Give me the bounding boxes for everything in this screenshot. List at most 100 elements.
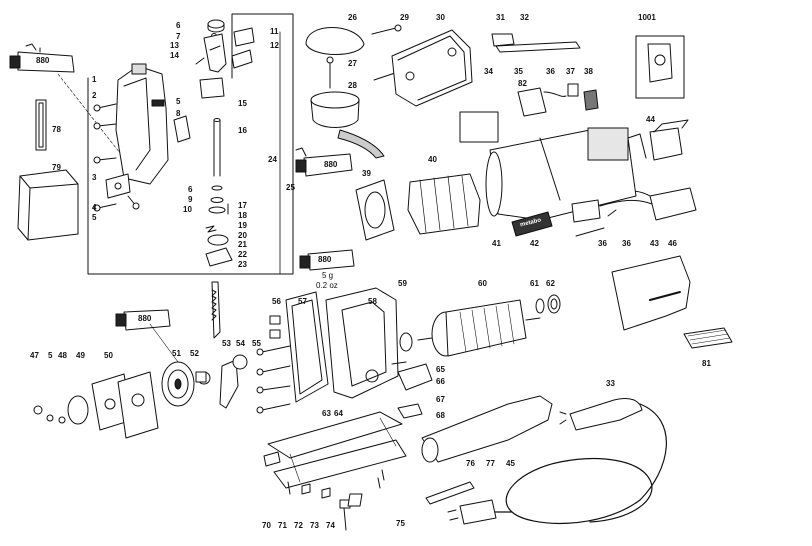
part-26-cap xyxy=(305,27,365,55)
part-59-bearing xyxy=(399,332,413,352)
part-6-nut xyxy=(207,19,225,29)
part-62-bearing xyxy=(547,294,561,314)
assembly-frame-outline xyxy=(87,13,294,275)
part-label-71: 71 xyxy=(278,521,287,530)
grease-tube-upper-left xyxy=(9,43,75,73)
part-36-switch-lower xyxy=(571,199,601,223)
part-label-22: 22 xyxy=(238,250,247,259)
part-51-gear xyxy=(161,361,195,407)
part-label-67: 67 xyxy=(436,395,445,404)
part-label-20: 20 xyxy=(238,231,247,240)
leader-gear-grease xyxy=(149,323,179,363)
part-6-washer xyxy=(211,185,223,191)
part-label-31: 31 xyxy=(496,13,505,22)
part-3-bracket xyxy=(105,173,131,199)
plug xyxy=(459,499,497,525)
part-label-41: 41 xyxy=(492,239,501,248)
part-30-shell xyxy=(391,29,473,107)
grease-quantity-grams: 5 g xyxy=(322,271,334,280)
part-label-11: 11 xyxy=(270,27,279,36)
part-label-56: 56 xyxy=(272,297,281,306)
part-label-36-top: 36 xyxy=(546,67,555,76)
part-9-ring xyxy=(210,197,224,203)
part-20-spring xyxy=(205,225,217,233)
part-77-adaptor xyxy=(421,395,553,463)
part-label-79: 79 xyxy=(52,163,61,172)
part-label-8: 8 xyxy=(176,109,181,118)
part-10-ring xyxy=(208,206,226,214)
part-label-5-left: 5 xyxy=(92,213,97,222)
part-14-pin xyxy=(195,57,205,65)
part-label-28: 28 xyxy=(348,81,357,90)
part-label-81: 81 xyxy=(702,359,711,368)
part-37-part xyxy=(567,83,579,97)
part-58-gear-housing xyxy=(325,287,399,399)
part-label-74: 74 xyxy=(326,521,335,530)
part-label-54: 54 xyxy=(236,339,245,348)
part-label-42: 42 xyxy=(530,239,539,248)
part-label-52: 52 xyxy=(190,349,199,358)
part-label-36-right: 36 xyxy=(622,239,631,248)
part-label-76: 76 xyxy=(466,459,475,468)
part-label-53: 53 xyxy=(222,339,231,348)
part-label-59: 59 xyxy=(398,279,407,288)
part-label-51: 51 xyxy=(172,349,181,358)
part-label-17: 17 xyxy=(238,201,247,210)
part-81-plate xyxy=(683,327,733,349)
part-label-18: 18 xyxy=(238,211,247,220)
part-label-5-mid: 5 xyxy=(176,97,181,106)
part-label-36-mid: 36 xyxy=(598,239,607,248)
part-16-rod xyxy=(213,118,221,177)
part-71-screw xyxy=(287,481,291,495)
part-label-27: 27 xyxy=(348,59,357,68)
part-57-gasket xyxy=(285,291,329,403)
part-label-1001: 1001 xyxy=(638,13,656,22)
part-11-plate xyxy=(233,27,255,47)
part-label-19: 19 xyxy=(238,221,247,230)
part-5-washer xyxy=(46,414,54,422)
part-79-cover xyxy=(17,169,79,241)
part-44-holder xyxy=(649,127,683,161)
part-label-46: 46 xyxy=(668,239,677,248)
part-label-34: 34 xyxy=(484,67,493,76)
part-15-slider xyxy=(199,77,225,99)
part-32-rod xyxy=(495,41,581,53)
part-49-disc xyxy=(67,395,89,425)
part-label-10: 10 xyxy=(183,205,192,214)
part-36-cable xyxy=(543,91,567,97)
part-label-13: 13 xyxy=(170,41,179,50)
grease-tube-label-1: 880 xyxy=(36,56,50,65)
part-label-49: 49 xyxy=(76,351,85,360)
part-label-78: 78 xyxy=(52,125,61,134)
part-label-64: 64 xyxy=(334,409,343,418)
part-47-cap xyxy=(33,405,43,415)
part-label-6-mid: 6 xyxy=(188,185,193,194)
part-label-9: 9 xyxy=(188,195,193,204)
part-label-48: 48 xyxy=(58,351,67,360)
detail-box-1001 xyxy=(635,35,685,99)
part-label-21: 21 xyxy=(238,240,247,249)
part-label-4: 4 xyxy=(92,203,97,212)
part-label-32: 32 xyxy=(520,13,529,22)
part-33-guard xyxy=(569,397,643,431)
part-66-blade-clamp xyxy=(397,363,433,391)
part-60-armature xyxy=(417,299,541,357)
grease-tube-5g xyxy=(299,249,355,271)
part-label-29: 29 xyxy=(400,13,409,22)
grease-tube-center xyxy=(295,147,353,177)
part-label-45: 45 xyxy=(506,459,515,468)
part-50-plate-b xyxy=(117,371,159,439)
part-34-plate xyxy=(459,111,499,143)
part-label-73: 73 xyxy=(310,521,319,530)
part-label-30: 30 xyxy=(436,13,445,22)
part-label-62: 62 xyxy=(546,279,555,288)
part-label-7: 7 xyxy=(176,32,181,41)
part-label-61: 61 xyxy=(530,279,539,288)
part-label-65: 65 xyxy=(436,365,445,374)
part-label-6-top: 6 xyxy=(176,21,181,30)
part-label-24: 24 xyxy=(268,155,277,164)
part-22-guide xyxy=(205,247,233,267)
part-label-70: 70 xyxy=(262,521,271,530)
part-68-knob xyxy=(397,403,423,419)
part-label-72: 72 xyxy=(294,521,303,530)
